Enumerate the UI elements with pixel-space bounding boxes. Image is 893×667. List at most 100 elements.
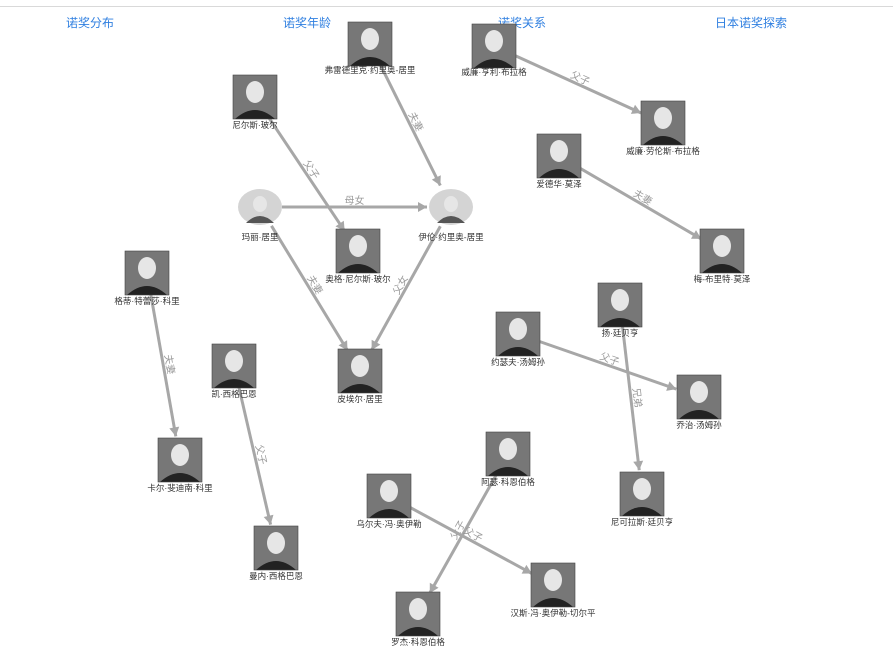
person-node-william_l[interactable]: 威廉·劳伦斯·布拉格 bbox=[626, 100, 700, 156]
edge-arrow bbox=[263, 514, 274, 525]
edge-label: 父子 bbox=[598, 351, 621, 369]
person-name: 格蒂·特蕾莎·科里 bbox=[114, 296, 180, 306]
portrait-body bbox=[369, 509, 409, 518]
portrait-frame bbox=[211, 343, 257, 389]
portrait-face bbox=[485, 30, 503, 52]
portrait-face bbox=[171, 444, 189, 466]
edge-arrow bbox=[633, 460, 644, 471]
edge-arrow bbox=[371, 339, 381, 351]
edge-ulf-euler bbox=[407, 505, 533, 575]
edge-frederic-irene bbox=[378, 63, 442, 187]
edge-arrow bbox=[338, 340, 348, 351]
portrait-body bbox=[622, 507, 662, 516]
person-name: 阿瑟·科恩伯格 bbox=[481, 477, 535, 487]
edge-arrow bbox=[666, 381, 677, 391]
edge-label: 父子 bbox=[253, 444, 269, 466]
portrait-face bbox=[225, 350, 243, 372]
person-node-marie[interactable]: 玛丽·居里 bbox=[238, 189, 282, 242]
person-name: 爱德华·莫泽 bbox=[536, 179, 582, 189]
edge-label: 父女 bbox=[390, 273, 411, 297]
person-node-william_h[interactable]: 威廉·亨利·布拉格 bbox=[461, 23, 527, 77]
portrait-body bbox=[539, 169, 579, 178]
edge-arrow bbox=[418, 202, 427, 212]
person-name: 弗雷德里克·约里奥-居里 bbox=[325, 65, 416, 75]
portrait-frame bbox=[395, 591, 441, 637]
portrait-frame bbox=[471, 23, 517, 69]
portrait-body bbox=[338, 264, 378, 273]
person-node-roger[interactable]: 罗杰·科恩伯格 bbox=[391, 591, 445, 647]
edge-label: 夫妻 bbox=[406, 110, 427, 134]
person-name: 凯·西格巴恩 bbox=[211, 389, 257, 399]
portrait-frame bbox=[536, 133, 582, 179]
person-name: 威廉·亨利·布拉格 bbox=[461, 67, 527, 77]
portrait-body bbox=[127, 286, 167, 295]
nav-nobel-age[interactable]: 诺奖年龄 bbox=[283, 16, 332, 30]
portrait-face bbox=[380, 480, 398, 502]
portrait-face bbox=[361, 28, 379, 50]
edge-label: 兄弟 bbox=[630, 387, 644, 408]
edge-niels-aage bbox=[265, 114, 346, 232]
person-node-gerty[interactable]: 格蒂·特蕾莎·科里 bbox=[114, 250, 180, 306]
person-node-jj[interactable]: 约瑟夫·汤姆孙 bbox=[491, 311, 545, 367]
person-name: 曼内·西格巴恩 bbox=[249, 571, 303, 581]
portrait-face bbox=[349, 235, 367, 257]
portrait-frame bbox=[676, 374, 722, 420]
portrait-frame bbox=[335, 228, 381, 274]
person-name: 玛丽·居里 bbox=[242, 232, 279, 242]
person-node-nikolaas[interactable]: 尼可拉斯·廷贝亨 bbox=[611, 471, 673, 527]
person-name: 乌尔夫·冯·奥伊勒 bbox=[356, 519, 421, 529]
portrait-frame bbox=[597, 282, 643, 328]
person-name: 卡尔·斐迪南·科里 bbox=[147, 483, 213, 493]
portrait-body bbox=[643, 136, 683, 145]
portrait-face bbox=[611, 289, 629, 311]
person-node-ulf[interactable]: 乌尔夫·冯·奥伊勒 bbox=[356, 473, 422, 529]
portrait-body bbox=[702, 264, 742, 273]
person-node-manne[interactable]: 曼内·西格巴恩 bbox=[249, 525, 303, 581]
person-node-frederic[interactable]: 弗雷德里克·约里奥-居里 bbox=[325, 21, 416, 75]
person-node-aage[interactable]: 奥格·尼尔斯·玻尔 bbox=[325, 228, 391, 284]
portrait-face bbox=[509, 318, 527, 340]
top-nav: 诺奖分布 诺奖年龄 诺奖关系 日本诺奖探索 bbox=[0, 14, 893, 34]
portrait-body bbox=[340, 384, 380, 393]
portrait-frame bbox=[699, 228, 745, 274]
person-node-niels[interactable]: 尼尔斯·玻尔 bbox=[232, 74, 278, 130]
portrait-face bbox=[351, 355, 369, 377]
person-node-edvard[interactable]: 爱德华·莫泽 bbox=[536, 133, 582, 189]
portrait-frame bbox=[366, 473, 412, 519]
person-node-irene[interactable]: 伊伦·约里奥-居里 bbox=[418, 189, 484, 242]
person-name: 尼尔斯·玻尔 bbox=[232, 120, 278, 130]
nav-nobel-distribution[interactable]: 诺奖分布 bbox=[66, 16, 115, 30]
portrait-face bbox=[633, 478, 651, 500]
person-node-carl[interactable]: 卡尔·斐迪南·科里 bbox=[147, 437, 213, 493]
nav-japan-nobel[interactable]: 日本诺奖探索 bbox=[715, 16, 788, 30]
person-node-pierre[interactable]: 皮埃尔·居里 bbox=[337, 348, 383, 404]
portrait-body bbox=[256, 561, 296, 570]
edge-marie-pierre bbox=[270, 225, 349, 352]
portrait-face bbox=[499, 438, 517, 460]
edge-arrow bbox=[690, 230, 702, 239]
edge-label: 夫妻 bbox=[304, 273, 326, 297]
person-node-hans[interactable]: 扬·廷贝亨 bbox=[597, 282, 643, 338]
person-name: 梅-布里特·莫泽 bbox=[694, 274, 751, 284]
edge-william_h-william_l bbox=[513, 53, 642, 115]
portrait-face bbox=[409, 598, 427, 620]
portrait-body bbox=[437, 216, 465, 223]
portrait-frame bbox=[157, 437, 203, 483]
portrait-face bbox=[246, 81, 264, 103]
person-node-euler[interactable]: 汉斯·冯·奥伊勒-切尔平 bbox=[511, 562, 596, 618]
person-name: 尼可拉斯·廷贝亨 bbox=[611, 517, 673, 527]
portrait-body bbox=[160, 473, 200, 482]
portrait-face bbox=[690, 381, 708, 403]
portrait-body bbox=[235, 110, 275, 119]
person-name: 威廉·劳伦斯·布拉格 bbox=[626, 146, 700, 156]
person-node-may_britt[interactable]: 梅-布里特·莫泽 bbox=[694, 228, 751, 284]
portrait-face bbox=[138, 257, 156, 279]
person-name: 乔治·汤姆孙 bbox=[676, 420, 722, 430]
person-name: 扬·廷贝亨 bbox=[602, 328, 639, 338]
person-node-arthur[interactable]: 阿瑟·科恩伯格 bbox=[481, 431, 535, 487]
person-node-kai[interactable]: 凯·西格巴恩 bbox=[211, 343, 257, 399]
portrait-body bbox=[679, 410, 719, 419]
portrait-frame bbox=[495, 311, 541, 357]
edge-jj-gp bbox=[538, 339, 677, 391]
person-node-gp[interactable]: 乔治·汤姆孙 bbox=[676, 374, 722, 430]
